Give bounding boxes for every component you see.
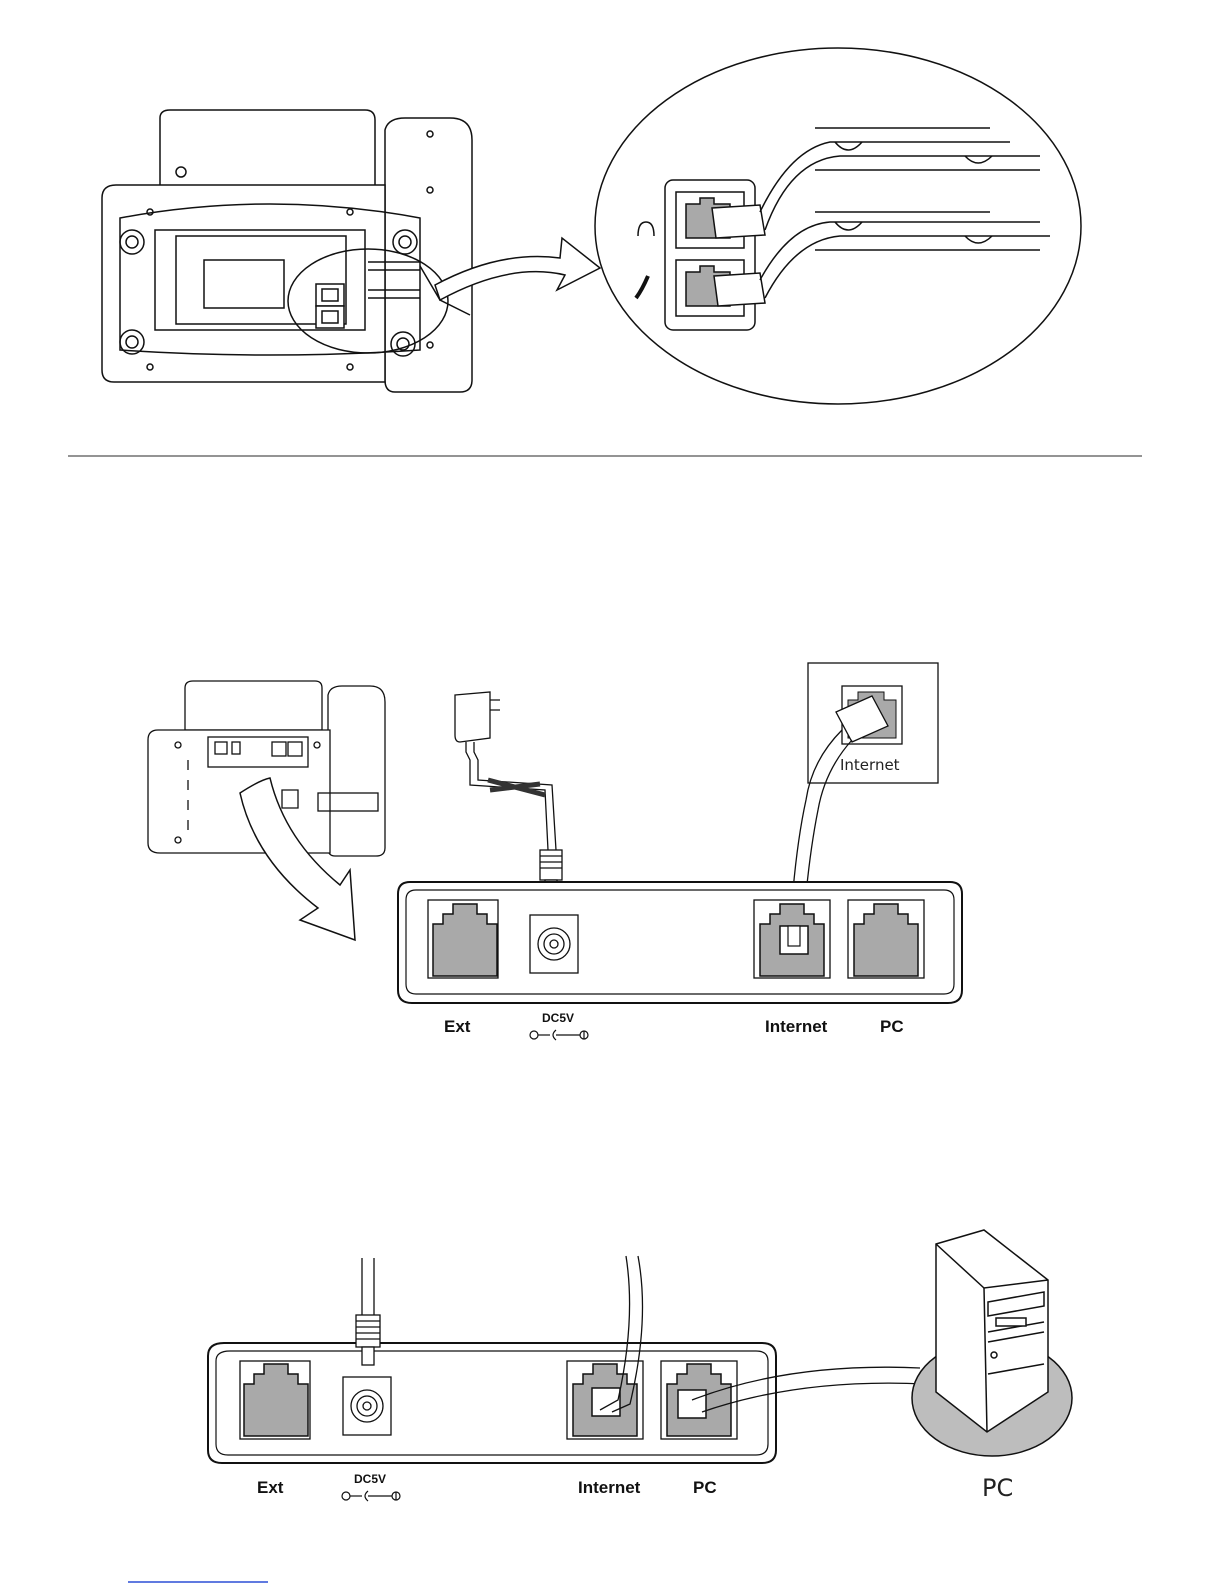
ext-label: Ext [444,1017,471,1036]
panel-network-power-connection: Internet [148,663,962,1040]
dc5v-label: DC5V [354,1472,386,1486]
port-strip [208,1343,776,1463]
dc5v-port [530,915,578,973]
ext-label: Ext [257,1478,284,1497]
polarity-icon [530,1030,588,1040]
panel-pc-connection: Ext DC5V Internet PC PC [208,1230,1072,1502]
internet-label: Internet [578,1478,641,1497]
internet-port [754,900,830,978]
pc-port [661,1361,737,1439]
pc-label: PC [880,1017,904,1036]
polarity-icon [342,1491,400,1501]
port-strip [398,882,962,1003]
panel-handset-connection [102,48,1081,404]
dc5v-port [343,1377,391,1435]
phone-rear-illustration [102,110,472,392]
computer-label: PC [982,1474,1013,1502]
zoomed-ports-illustration [595,48,1081,404]
power-adapter-illustration [455,692,562,890]
dc5v-label: DC5V [542,1011,574,1025]
wall-jack-label: Internet [840,756,900,774]
computer-tower-illustration [912,1230,1072,1456]
pc-label: PC [693,1478,717,1497]
internet-label: Internet [765,1017,828,1036]
